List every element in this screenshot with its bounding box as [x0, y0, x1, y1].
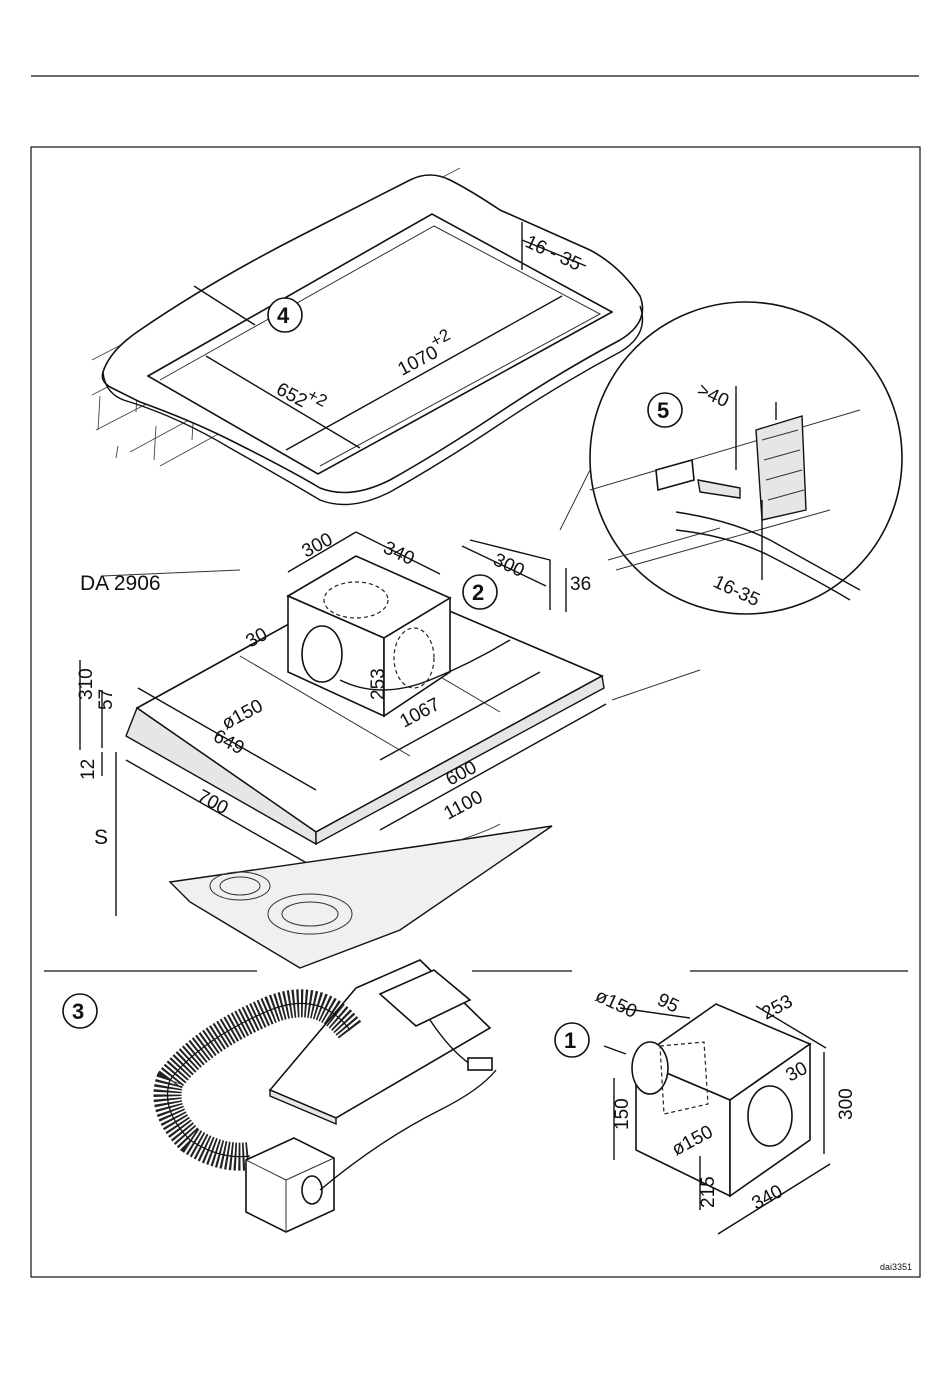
hood-top-height-label: 36: [570, 574, 591, 595]
callout-2: 2: [463, 575, 497, 609]
box-height-label: 300: [836, 1088, 857, 1120]
callout-1: 1: [555, 1023, 589, 1057]
hood-body-height-label: 57: [96, 689, 117, 710]
box-inlet-dia-label: ø150: [592, 985, 640, 1022]
svg-text:5: 5: [657, 398, 669, 423]
box-bottom-height-label: 215: [698, 1176, 719, 1208]
callout-5: 5: [648, 393, 682, 427]
callout-3: 3: [63, 994, 97, 1028]
hood-box-width-label: 300: [298, 529, 336, 562]
hood-distance-label: S: [94, 826, 108, 849]
detail-view-5: [590, 302, 902, 614]
svg-text:1: 1: [564, 1028, 576, 1053]
svg-text:3: 3: [72, 999, 84, 1024]
box-inlet-height-label: 150: [612, 1098, 633, 1130]
hood-rear-offset-label: 300: [490, 549, 528, 581]
hood-box-height-label: 253: [368, 668, 389, 700]
model-label: DA 2906: [80, 572, 161, 595]
svg-text:2: 2: [472, 580, 484, 605]
reference-code: dai3351: [880, 1262, 912, 1272]
box-depth-label: 253: [758, 991, 796, 1024]
countertop-illustration: [92, 168, 643, 505]
svg-text:4: 4: [277, 303, 290, 328]
box-width-label: 340: [748, 1181, 786, 1214]
hood-total-height-label: 310: [76, 668, 97, 700]
hood-glass-label: 12: [78, 759, 99, 780]
hood-box-depth-label: 340: [380, 537, 418, 569]
hood-illustration: [80, 532, 606, 968]
remote-fan-illustration: [168, 960, 497, 1232]
callout-4: 4: [268, 298, 302, 332]
cooktop: [170, 826, 552, 968]
